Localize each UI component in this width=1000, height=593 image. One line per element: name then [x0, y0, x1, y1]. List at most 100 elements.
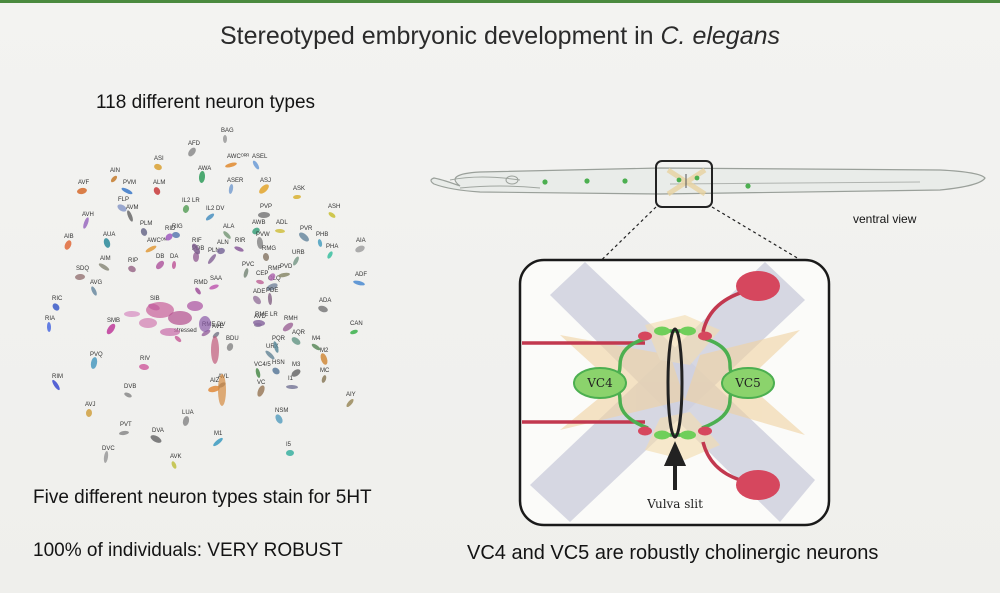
- cluster-blob: [85, 409, 93, 417]
- cluster-blob: [217, 247, 225, 255]
- cluster-label: AVG: [90, 280, 103, 286]
- cluster-label: PVC: [242, 262, 255, 268]
- cluster-label: RIC: [52, 296, 63, 302]
- cluster-aser: ASER: [227, 178, 244, 194]
- cluster-rim: RIM: [52, 374, 63, 391]
- cluster-blob: [83, 217, 89, 229]
- cluster-blob: [252, 160, 260, 170]
- title-species: C. elegans: [660, 22, 781, 50]
- cluster-label: AWB: [252, 220, 265, 226]
- cluster-dva: DVA: [150, 428, 164, 443]
- cluster-blob: [208, 385, 220, 393]
- cluster-pha: PHA: [326, 244, 338, 259]
- cluster-core-blob: [146, 302, 174, 318]
- cluster-dvb: DVB: [124, 384, 136, 398]
- cluster-label: M4: [312, 336, 321, 342]
- cluster-label: SIB: [150, 296, 160, 302]
- cluster-label: AVK: [170, 454, 182, 460]
- cluster-blob: [155, 260, 165, 270]
- cluster-ain: AIN: [110, 168, 120, 183]
- cluster-label: PVD: [280, 264, 293, 270]
- cluster-label: ASEL: [252, 154, 268, 160]
- cluster-label: ADL: [276, 220, 288, 226]
- cluster-blob: [346, 398, 354, 408]
- vulva-schematic: VC4 VC5 Vulva slit: [430, 160, 986, 527]
- cluster-label: CAN: [350, 321, 363, 327]
- cluster-blob: [46, 322, 52, 332]
- cluster-label: AIB: [64, 234, 74, 240]
- cluster-pvt: PVT: [119, 422, 132, 436]
- cluster-blob: [77, 187, 87, 195]
- cluster-pvd: PVD: [278, 264, 293, 278]
- cluster-il2-dv: IL2 DV: [205, 206, 224, 221]
- cluster-aiy: AIY: [346, 392, 356, 408]
- cluster-m3: M3: [291, 362, 301, 377]
- cluster-blob: [321, 375, 327, 383]
- cluster-avh: AVH: [82, 212, 94, 229]
- cluster-blob: [223, 135, 227, 143]
- cluster-label: ALA: [223, 224, 234, 230]
- cluster-stressed: stressed: [174, 328, 197, 343]
- vc4-neuron: [573, 367, 627, 399]
- cluster-label: MC: [320, 368, 330, 374]
- cluster-core-blob: [218, 374, 226, 406]
- cluster-label: DB: [156, 254, 164, 260]
- cluster-blob: [150, 435, 162, 443]
- robust-statement: 100% of individuals: VERY ROBUST: [33, 540, 343, 561]
- cluster-label: I5: [286, 442, 292, 448]
- cluster-label: AIM: [100, 256, 111, 262]
- cluster-blob: [171, 261, 177, 269]
- cluster-plm: PLM: [140, 221, 152, 236]
- top-accent-line: [0, 0, 1000, 3]
- cluster-label: I1: [288, 376, 294, 382]
- cluster-pvm: PVM: [121, 180, 136, 195]
- cluster-blob: [320, 353, 328, 365]
- cluster-blob: [103, 451, 109, 463]
- cluster-vc4-5: VC4/5: [254, 362, 271, 378]
- cluster-blob: [275, 228, 285, 234]
- cluster-label: RME DV: [202, 322, 225, 328]
- cluster-blob: [265, 350, 275, 360]
- cluster-label: URB: [292, 250, 305, 256]
- cluster-blob: [258, 211, 270, 219]
- cluster-label: AWCᴼᴺ: [147, 237, 167, 244]
- cluster-blob: [318, 305, 328, 313]
- cluster-label: DVC: [102, 446, 115, 452]
- cluster-blob: [293, 194, 301, 200]
- ventral-view-label: ventral view: [853, 212, 917, 226]
- cluster-label: DVB: [124, 384, 136, 390]
- cluster-blob: [262, 253, 270, 261]
- synapse-nodes: [638, 326, 712, 440]
- cluster-label: AIA: [356, 238, 366, 244]
- cluster-aua: AUA: [103, 232, 115, 248]
- cluster-blob: [153, 187, 161, 195]
- cluster-ade: ADE: [253, 289, 265, 305]
- cluster-blob: [192, 252, 200, 262]
- cluster-label: RIM: [52, 374, 63, 380]
- cluster-blob: [172, 231, 180, 239]
- cluster-ask: ASK: [293, 186, 305, 200]
- cluster-urx: URX: [265, 344, 279, 360]
- cluster-blob: [205, 213, 215, 221]
- cluster-label: DA: [170, 254, 178, 260]
- cluster-m4: M4: [311, 336, 321, 351]
- cluster-blob: [75, 273, 85, 281]
- vulva-slit-opening: [666, 327, 684, 439]
- cluster-label: PVR: [300, 226, 313, 232]
- cluster-blob: [106, 323, 116, 335]
- cluster-adl: ADL: [275, 220, 288, 234]
- cluster-blob: [253, 295, 261, 305]
- cluster-blob: [266, 283, 278, 291]
- cluster-blob: [110, 175, 118, 183]
- cluster-label: ADE: [253, 289, 265, 295]
- cluster-blob: [234, 246, 244, 252]
- cluster-aln: ALN: [217, 240, 229, 255]
- cluster-avg: AVG: [90, 280, 103, 296]
- cluster-asel: ASEL: [252, 154, 268, 170]
- cluster-blob: [182, 205, 190, 213]
- cluster-blob: [299, 232, 309, 242]
- cluster-lua: LUA: [182, 410, 194, 426]
- cluster-blob: [213, 437, 223, 447]
- cluster-hsn: HSN: [272, 360, 285, 375]
- cluster-rmd: RMD: [194, 280, 208, 295]
